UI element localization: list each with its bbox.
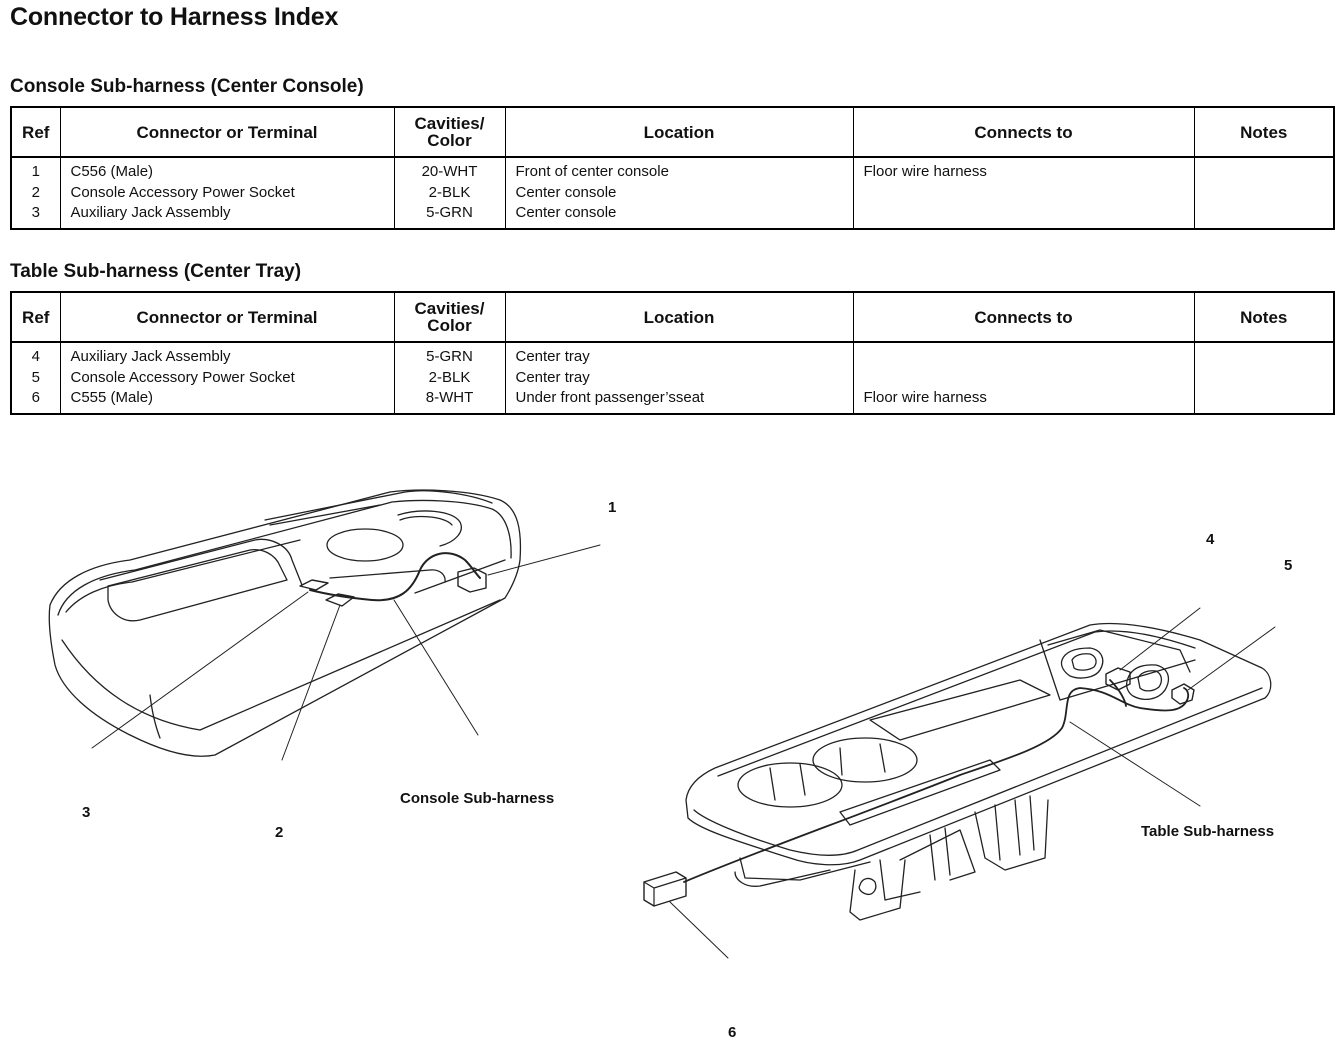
callout-3: 3 [82, 804, 91, 821]
table-row: 5 Console Accessory Power Socket 2-BLK C… [10, 367, 1335, 388]
table-sub-harness-label: Table Sub-harness [1141, 823, 1275, 840]
cell-cavities: 5-GRN [393, 203, 506, 229]
center-console-drawing [48, 489, 601, 761]
cell-notes [1193, 203, 1335, 229]
col-header-connects-to: Connects to [852, 292, 1195, 343]
console-harness-table: Ref Connector or Terminal Cavities/Color… [10, 106, 1335, 230]
cell-connects-to: Floor wire harness [852, 388, 1195, 414]
col-header-location: Location [504, 107, 854, 158]
cell-cavities: 8-WHT [393, 388, 506, 414]
page-title: Connector to Harness Index [10, 3, 339, 31]
table-row: 3 Auxiliary Jack Assembly 5-GRN Center c… [10, 203, 1335, 229]
cell-notes [1193, 157, 1335, 183]
cell-location: Center console [504, 203, 854, 229]
col-header-cavities: Cavities/Color [393, 292, 506, 343]
table-row: 4 Auxiliary Jack Assembly 5-GRN Center t… [10, 342, 1335, 368]
console-sub-harness-label: Console Sub-harness [400, 790, 555, 807]
table-row: 1 C556 (Male) 20-WHT Front of center con… [10, 157, 1335, 183]
table-harness-table: Ref Connector or Terminal Cavities/Color… [10, 291, 1335, 415]
cell-location: Center console [504, 182, 854, 203]
center-tray-drawing [643, 607, 1276, 959]
callout-5: 5 [1284, 557, 1293, 574]
cell-ref: 4 [10, 342, 61, 368]
col-header-ref: Ref [10, 107, 61, 158]
table-section-title: Table Sub-harness (Center Tray) [10, 261, 302, 282]
table-header-row: Ref Connector or Terminal Cavities/Color… [10, 292, 1335, 343]
cell-location: Under front passenger’sseat [504, 388, 854, 414]
table-row: 6 C555 (Male) 8-WHT Under front passenge… [10, 388, 1335, 414]
table-row: 2 Console Accessory Power Socket 2-BLK C… [10, 182, 1335, 203]
cell-cavities: 20-WHT [393, 157, 506, 183]
cell-ref: 3 [10, 203, 61, 229]
cell-connects-to [852, 342, 1195, 368]
col-header-connector: Connector or Terminal [59, 107, 395, 158]
cell-connects-to: Floor wire harness [852, 157, 1195, 183]
col-header-ref: Ref [10, 292, 61, 343]
cell-notes [1193, 342, 1335, 368]
col-header-notes: Notes [1193, 292, 1335, 343]
cell-connects-to [852, 203, 1195, 229]
cell-connector: Auxiliary Jack Assembly [59, 203, 395, 229]
cell-notes [1193, 182, 1335, 203]
callout-6: 6 [728, 1024, 737, 1041]
cell-cavities: 5-GRN [393, 342, 506, 368]
cell-notes [1193, 367, 1335, 388]
cell-connector: Console Accessory Power Socket [59, 367, 395, 388]
cell-connector: Auxiliary Jack Assembly [59, 342, 395, 368]
cell-cavities: 2-BLK [393, 182, 506, 203]
cell-notes [1193, 388, 1335, 414]
cell-connector: Console Accessory Power Socket [59, 182, 395, 203]
cell-location: Center tray [504, 367, 854, 388]
console-section-title: Console Sub-harness (Center Console) [10, 76, 364, 97]
cell-connector: C556 (Male) [59, 157, 395, 183]
col-header-notes: Notes [1193, 107, 1335, 158]
cell-ref: 6 [10, 388, 61, 414]
cell-connector: C555 (Male) [59, 388, 395, 414]
table-header-row: Ref Connector or Terminal Cavities/Color… [10, 107, 1335, 158]
callout-2: 2 [275, 824, 284, 841]
cell-ref: 1 [10, 157, 61, 183]
cell-location: Front of center console [504, 157, 854, 183]
col-header-connector: Connector or Terminal [59, 292, 395, 343]
callout-4: 4 [1206, 531, 1215, 548]
callout-1: 1 [608, 499, 617, 516]
col-header-location: Location [504, 292, 854, 343]
